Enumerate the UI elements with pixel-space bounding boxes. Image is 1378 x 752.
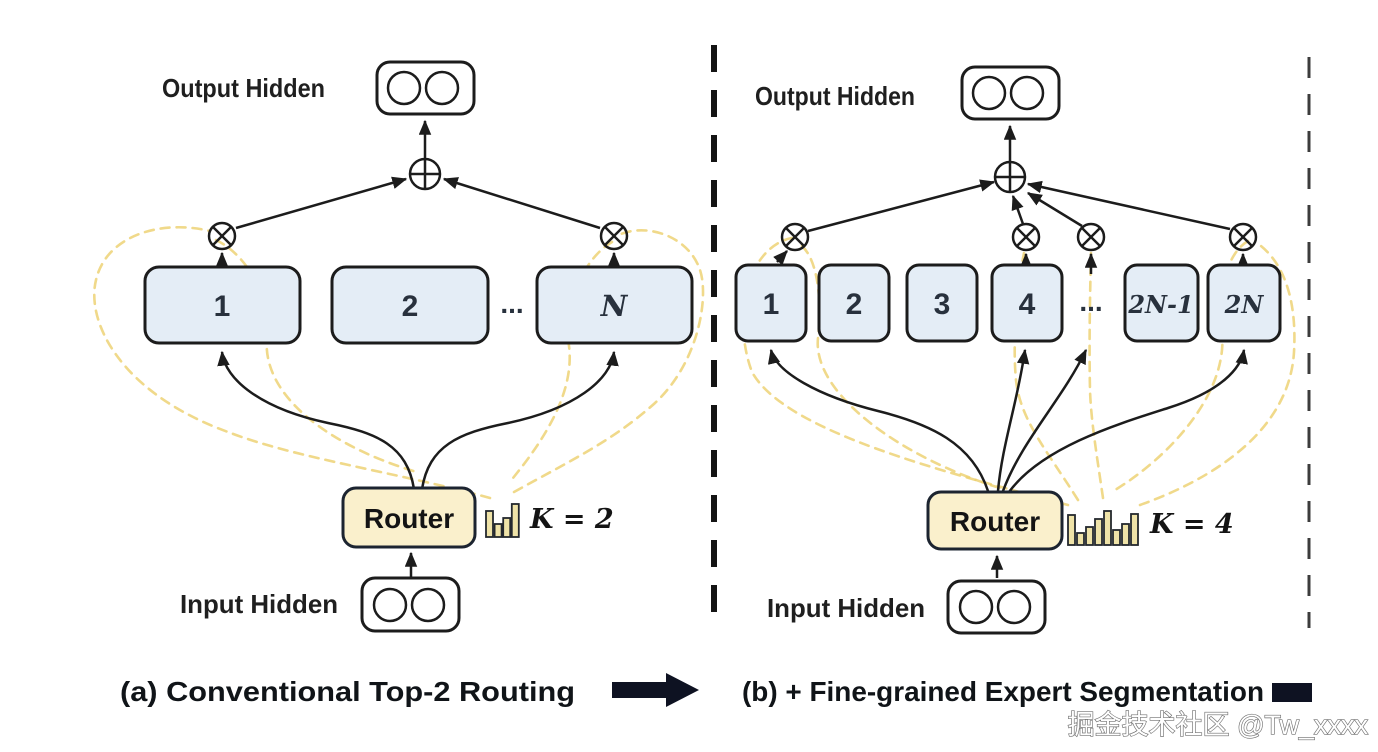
topk-label-a: K = 2: [529, 504, 614, 535]
expert-label: 2N: [1224, 290, 1265, 319]
thick-right-arrow-icon: [612, 673, 699, 707]
circle-plus-icon: [993, 160, 1027, 194]
hidden-unit-icon: [386, 70, 422, 106]
panel-a: Output Hidden 1: [92, 60, 705, 633]
hidden-unit-icon: [958, 589, 994, 625]
bar-chart-icon: [485, 503, 520, 538]
routing-highlight-dashes-b: [742, 236, 1296, 507]
expert-box-b-2N: 2N: [1206, 263, 1282, 343]
hidden-unit-icon: [424, 70, 460, 106]
panel-b: Output Hidden: [734, 65, 1296, 635]
expert-box-b-2N-1: 2N-1: [1123, 263, 1200, 343]
route-arrow-b-expert1: [767, 348, 990, 492]
expert-box-b-2: 2: [817, 263, 891, 343]
router-label: Router: [364, 503, 454, 534]
expert-box-b-4: 4: [990, 263, 1064, 343]
route-arrow-b-expert4: [996, 348, 1030, 492]
router-label: Router: [950, 506, 1040, 537]
input-hidden-label-b: Input Hidden: [767, 593, 925, 623]
ellipsis-a: ...: [500, 288, 523, 319]
output-hidden-box-b: [960, 65, 1061, 121]
weight-to-sum-arrow-a1: [235, 176, 408, 230]
hidden-unit-icon: [410, 587, 446, 623]
input-hidden-box-b: [946, 579, 1047, 635]
circle-times-icon: [780, 222, 810, 252]
partial-arrow-icon: [1272, 683, 1312, 702]
caption-a: (a) Conventional Top-2 Routing: [120, 676, 575, 707]
circle-times-icon: [1076, 222, 1106, 252]
expert-box-b-1: 1: [734, 263, 808, 343]
hidden-unit-icon: [1009, 75, 1045, 111]
ellipsis-b: ...: [1079, 286, 1102, 317]
expert-label: 2N-1: [1127, 290, 1193, 319]
router-box-b: Router: [926, 490, 1064, 551]
caption-b: (b) + Fine-grained Expert Segmentation: [742, 676, 1264, 707]
expert-label: 4: [1019, 288, 1036, 321]
circle-times-icon: [599, 221, 629, 251]
expert-box-a-2: 2: [330, 265, 490, 345]
route-arrow-a-expert1: [217, 350, 416, 490]
topk-label-b: K = 4: [1149, 509, 1234, 540]
expert-label: 3: [934, 288, 951, 321]
expert-box-a-1: 1: [143, 265, 302, 345]
circle-times-icon: [1228, 222, 1258, 252]
watermark-text: 掘金技术社区 @Tw_xxxx: [1068, 710, 1369, 740]
output-hidden-label-a: Output Hidden: [162, 73, 325, 103]
expert-label: 2: [402, 290, 419, 323]
expert1-to-weight-arrow-b: [773, 250, 788, 266]
weight-to-sum-arrow-b1: [807, 179, 996, 233]
weight-to-sum-arrow-b3: [1026, 191, 1083, 228]
weight-to-sum-arrow-b2: [1011, 194, 1025, 225]
expert-label: N: [600, 289, 629, 323]
expert-box-b-3: 3: [905, 263, 979, 343]
circle-times-icon: [207, 221, 237, 251]
route-arrow-b-dots: [1001, 348, 1088, 492]
hidden-unit-icon: [996, 589, 1032, 625]
input-hidden-box-a: [360, 576, 461, 633]
expert-label: 1: [763, 288, 780, 321]
weight-to-sum-arrow-b4: [1026, 180, 1231, 231]
hidden-unit-icon: [971, 75, 1007, 111]
output-hidden-box-a: [375, 60, 476, 116]
circle-times-icon: [1011, 222, 1041, 252]
expert-label: 1: [214, 290, 231, 323]
expert-label: 2: [846, 288, 863, 321]
expert-box-a-N: N: [535, 265, 694, 345]
weight-to-sum-arrow-a2: [442, 177, 601, 230]
hidden-unit-icon: [372, 587, 408, 623]
circle-plus-icon: [408, 157, 442, 191]
output-hidden-label-b: Output Hidden: [755, 81, 915, 111]
route-arrow-b-expert2N: [1007, 348, 1248, 493]
route-arrow-a-expertN: [420, 350, 619, 490]
input-hidden-label-a: Input Hidden: [180, 589, 338, 619]
router-box-a: Router: [341, 486, 477, 549]
bar-chart-icon: [1067, 510, 1139, 546]
